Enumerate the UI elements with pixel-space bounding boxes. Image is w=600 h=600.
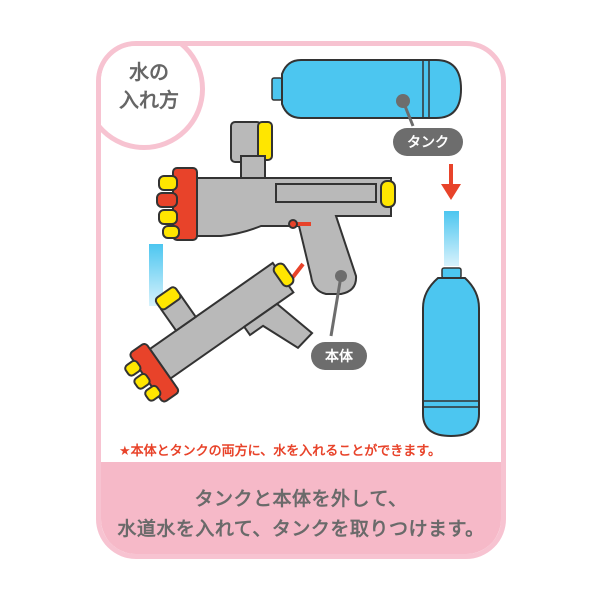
instruction-card: 水の 入れ方 タンク 本体 ★本体とタンクの両方に、水を入れることができます。 …	[96, 41, 506, 559]
tank-label: タンク	[393, 128, 463, 156]
illustration	[124, 59, 480, 438]
title-line-2: 入れ方	[119, 88, 179, 112]
footer-line-2: 水道水を入れて、タンクを取りつけます。	[117, 518, 485, 540]
tank-vertical-illustration	[422, 267, 480, 438]
body-label: 本体	[311, 342, 367, 370]
instruction-footer: タンクと本体を外して、 水道水を入れて、タンクを取りつけます。	[101, 462, 501, 554]
page-title: 水の 入れ方	[114, 58, 184, 114]
title-line-1: 水の	[129, 60, 169, 84]
tank-horizontal-illustration	[271, 59, 463, 127]
water-gun-tilted-illustration	[124, 261, 314, 403]
footer-line-1: タンクと本体を外して、	[194, 488, 408, 510]
water-gun-illustration	[156, 121, 396, 295]
note-text: ★本体とタンクの両方に、水を入れることができます。	[119, 444, 441, 459]
arrow-down-icon	[441, 164, 461, 200]
